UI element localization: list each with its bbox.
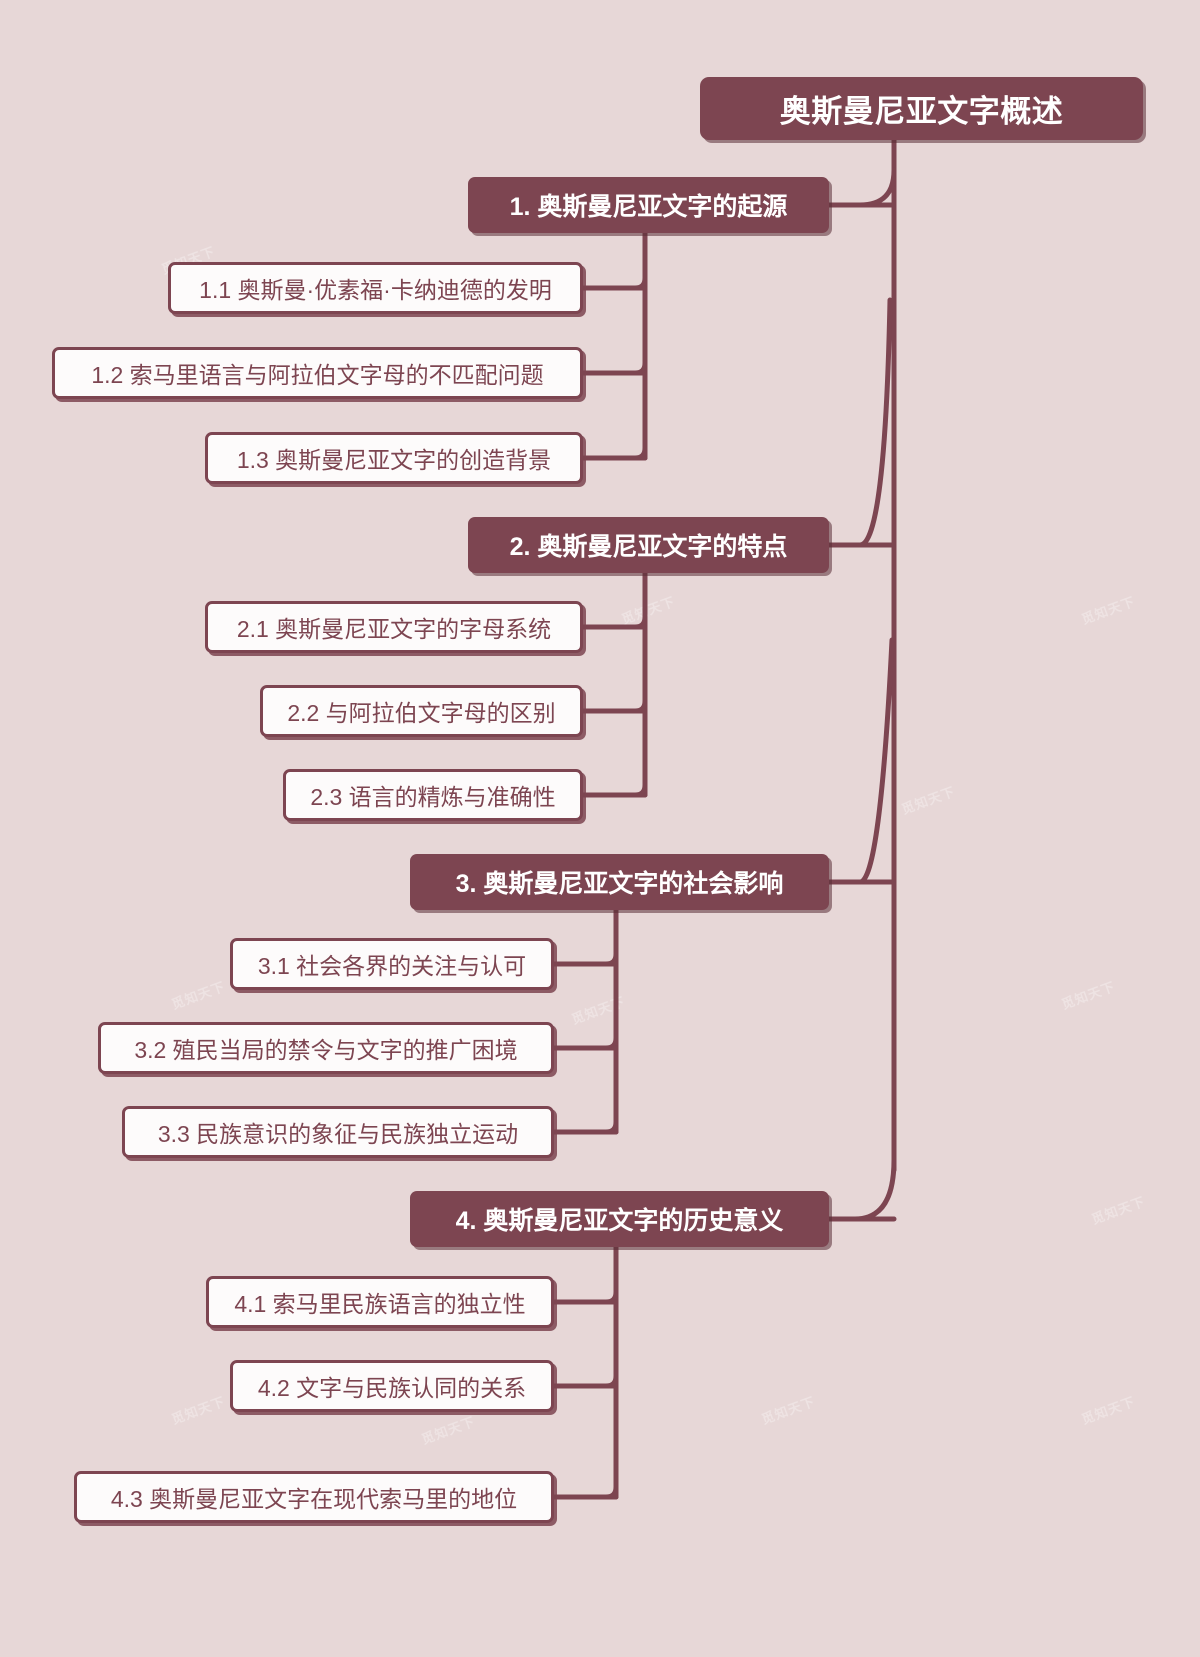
branch-child-3-2[interactable]: 3.2 殖民当局的禁令与文字的推广困境 [98,1022,554,1074]
branch-child-3-3[interactable]: 3.3 民族意识的象征与民族独立运动 [122,1106,554,1158]
branch-child-4-1[interactable]: 4.1 索马里民族语言的独立性 [206,1276,554,1328]
branch-child-1-3[interactable]: 1.3 奥斯曼尼亚文字的创造背景 [205,432,583,484]
branch-heading-3[interactable]: 3. 奥斯曼尼亚文字的社会影响 [410,854,829,910]
branch-child-2-3[interactable]: 2.3 语言的精炼与准确性 [283,769,583,821]
branch-child-3-1[interactable]: 3.1 社会各界的关注与认可 [230,938,554,990]
branch-child-1-1[interactable]: 1.1 奥斯曼·优素福·卡纳迪德的发明 [168,262,583,314]
branch-child-1-2[interactable]: 1.2 索马里语言与阿拉伯文字母的不匹配问题 [52,347,583,399]
mindmap-root-title[interactable]: 奥斯曼尼亚文字概述 [700,77,1143,140]
branch-heading-1[interactable]: 1. 奥斯曼尼亚文字的起源 [468,177,829,233]
branch-child-2-2[interactable]: 2.2 与阿拉伯文字母的区别 [260,685,583,737]
branch-child-2-1[interactable]: 2.1 奥斯曼尼亚文字的字母系统 [205,601,583,653]
branch-heading-4[interactable]: 4. 奥斯曼尼亚文字的历史意义 [410,1191,829,1247]
branch-heading-2[interactable]: 2. 奥斯曼尼亚文字的特点 [468,517,829,573]
branch-child-4-2[interactable]: 4.2 文字与民族认同的关系 [230,1360,554,1412]
branch-child-4-3[interactable]: 4.3 奥斯曼尼亚文字在现代索马里的地位 [74,1471,554,1523]
